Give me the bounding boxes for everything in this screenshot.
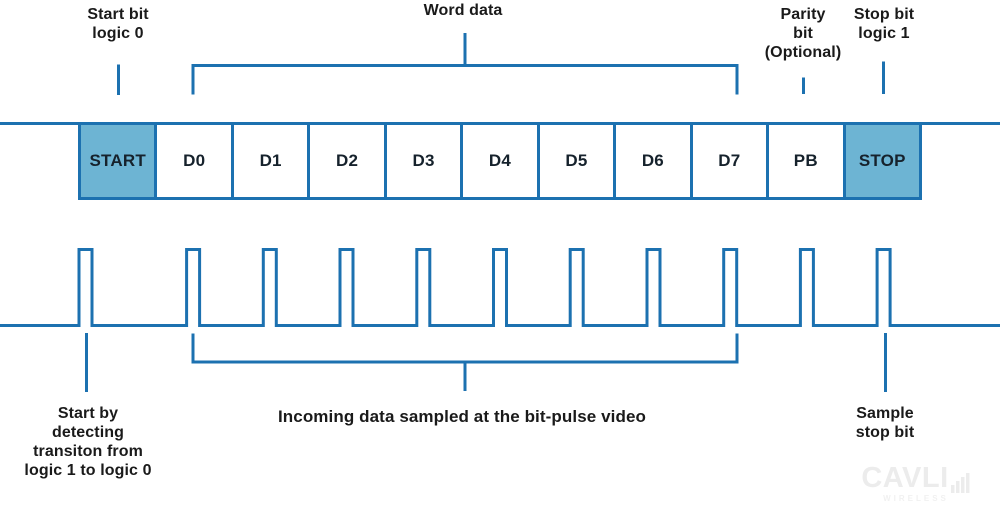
sampling-bracket xyxy=(191,333,739,364)
frame-box-d0: D0 xyxy=(154,122,234,200)
word-data-label: Word data xyxy=(423,2,503,19)
incoming-data-label: Incoming data sampled at the bit-pulse v… xyxy=(277,407,647,426)
frame-box-stop: STOP xyxy=(842,122,922,200)
frame-box-row: START D0 D1 D2 D3 D4 D5 D6 D7 PB STOP xyxy=(78,122,922,200)
frame-box-d3: D3 xyxy=(383,122,464,200)
watermark: CAVLI WIRELESS xyxy=(856,463,976,503)
start-detect-label: Start by detecting transiton from logic … xyxy=(24,405,152,479)
start-bit-label: Start bit logic 0 xyxy=(87,6,149,42)
watermark-signal-bars-icon xyxy=(950,473,970,493)
bit-pulse-waveform xyxy=(0,248,1000,327)
frame-box-d6: D6 xyxy=(613,122,693,200)
word-data-bracket xyxy=(191,64,739,95)
frame-box-d5: D5 xyxy=(536,122,617,200)
watermark-tagline-text: WIRELESS xyxy=(883,494,949,503)
watermark-brand-text: CAVLI xyxy=(861,462,949,494)
parity-bit-label: Parity bit (Optional) xyxy=(764,6,842,61)
frame-box-start: START xyxy=(78,122,158,200)
frame-box-d7: D7 xyxy=(689,122,770,200)
frame-box-pb: PB xyxy=(766,122,846,200)
frame-box-d1: D1 xyxy=(230,122,311,200)
frame-box-d2: D2 xyxy=(307,122,387,200)
sample-stop-label: Sample stop bit xyxy=(855,405,915,441)
stop-bit-label: Stop bit logic 1 xyxy=(853,6,915,42)
frame-box-d4: D4 xyxy=(460,122,540,200)
